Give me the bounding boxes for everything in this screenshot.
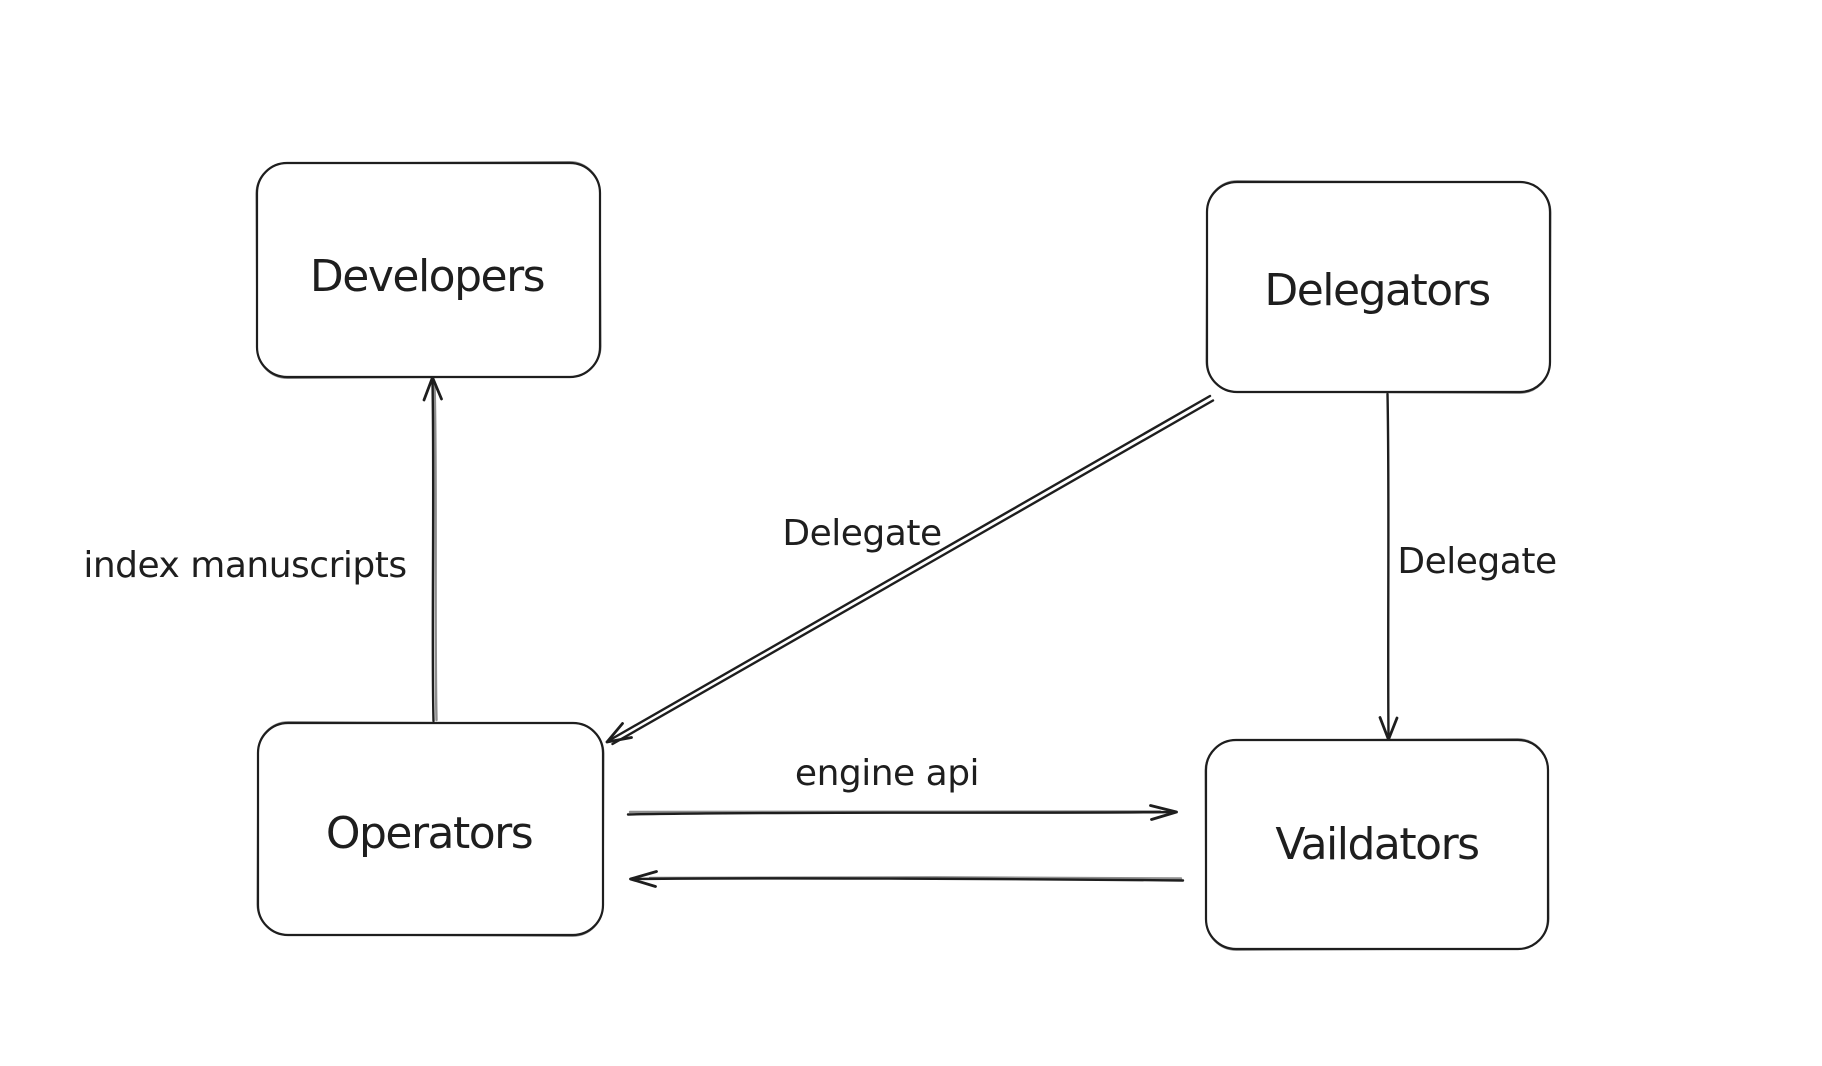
node-operators[interactable]: Operators [256, 721, 605, 937]
edge-engine-api-sketch-stroke [628, 810, 1162, 814]
edge-engine-api-return-sketch-stroke [648, 876, 1183, 880]
edge-delegate-to-operators-sketch-stroke [611, 399, 1215, 746]
edge-index-manuscripts-label: index manuscripts [83, 545, 406, 586]
edge-delegate-to-operators-label: Delegate [782, 513, 941, 554]
node-operators-box[interactable] [256, 721, 605, 937]
node-developers[interactable]: Developers [255, 161, 602, 379]
edge-delegate-to-vaildators-label: Delegate [1397, 541, 1556, 582]
edge-delegate-to-operators[interactable]: Delegate [605, 394, 1215, 746]
node-developers-label: Developers [310, 251, 544, 302]
edge-engine-api-return[interactable] [629, 870, 1185, 888]
edge-index-manuscripts-arrowhead [422, 376, 443, 402]
edge-delegate-to-vaildators-line[interactable] [1386, 392, 1390, 737]
node-vaildators-label: Vaildators [1275, 819, 1478, 870]
edge-engine-api-return-arrowhead [629, 870, 658, 888]
edge-engine-api-arrowhead [1149, 804, 1178, 821]
edge-index-manuscripts[interactable]: index manuscripts [83, 376, 443, 723]
node-delegators-box[interactable] [1205, 180, 1552, 394]
node-developers-box[interactable] [255, 161, 602, 379]
edge-delegate-to-operators-arrowhead [605, 722, 633, 744]
edge-index-manuscripts-line[interactable] [431, 379, 435, 723]
edge-delegate-to-vaildators[interactable]: Delegate [1378, 392, 1557, 741]
node-vaildators[interactable]: Vaildators [1204, 738, 1550, 951]
node-vaildators-box[interactable] [1204, 738, 1550, 951]
edge-index-manuscripts-sketch-stroke [433, 381, 438, 722]
edge-delegate-to-operators-line[interactable] [607, 394, 1212, 742]
node-delegators[interactable]: Delegators [1205, 180, 1552, 394]
node-delegators-label: Delegators [1264, 265, 1489, 316]
node-operators-label: Operators [326, 808, 532, 859]
edge-engine-api-label: engine api [795, 753, 979, 794]
edge-engine-api[interactable]: engine api [626, 753, 1178, 821]
edge-delegate-to-vaildators-arrowhead [1378, 716, 1399, 741]
